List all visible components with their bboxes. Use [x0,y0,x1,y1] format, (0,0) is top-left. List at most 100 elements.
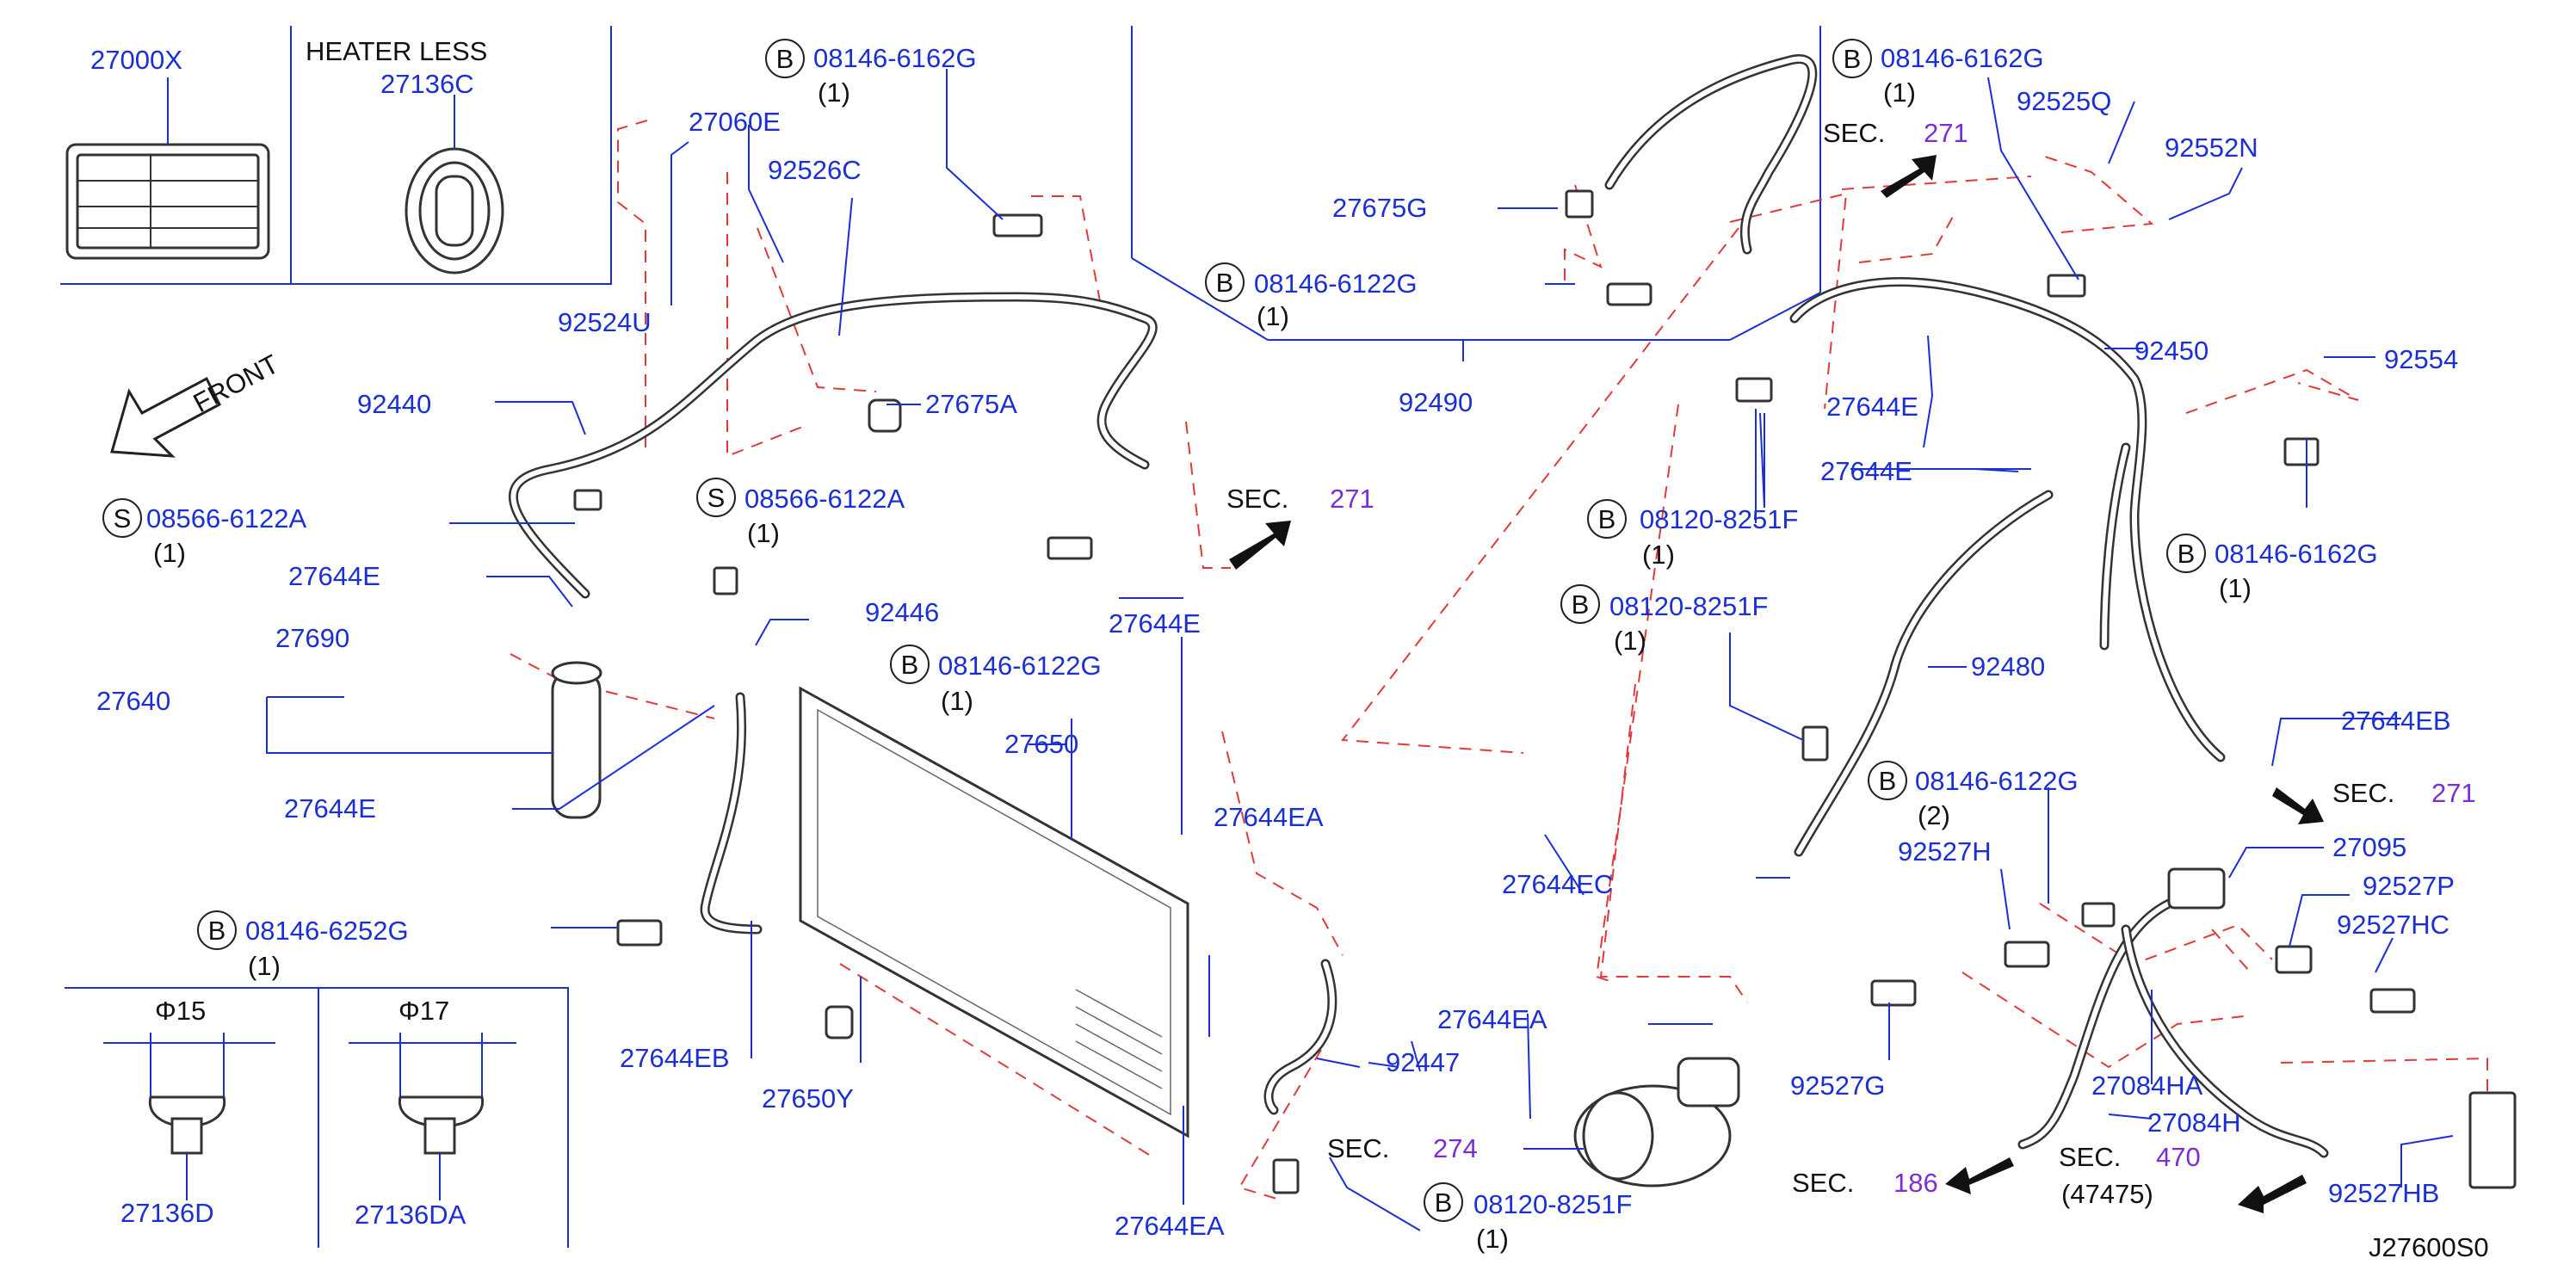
label-27095: 27095 [2332,832,2406,862]
label-92490: 92490 [1399,387,1473,417]
label-27690: 27690 [275,623,349,653]
part-labels: HEATER LESS 27136C 27000X FRONT 08146-61… [90,36,2489,1262]
label-27675a: 27675A [925,389,1017,419]
label-27644e-a: 27644E [288,561,380,591]
diagram-code: J27600S0 [2369,1232,2489,1262]
section-num-5: 186 [1893,1168,1938,1198]
circle-b-1 [765,39,805,78]
circle-markers [102,39,2206,1222]
label-27136c: 27136C [380,69,474,99]
fastener-qty-8: (1) [1614,626,1646,656]
fastener-code-12: 08120-8251F [1473,1189,1632,1219]
section-num-2: 271 [1924,118,1968,148]
circle-b-6 [1560,584,1600,624]
circle-letter-s: S [707,483,726,513]
fastener-code-6: 08146-6122G [938,651,1102,681]
section-sub-6: (47475) [2061,1179,2153,1209]
fastener-qty-5: (1) [747,518,780,548]
circle-b-4 [890,645,930,684]
circle-letter-b: B [776,44,794,74]
label-92527h: 92527H [1898,836,1992,867]
label-27136da: 27136DA [355,1200,466,1230]
circle-letter-s: S [114,503,132,534]
diameter-15: Φ15 [155,996,206,1026]
circle-letter-b: B [1216,268,1234,298]
circle-letter-b: B [2178,539,2196,569]
fastener-qty-9: (1) [2219,573,2252,603]
label-92552n: 92552N [2165,133,2258,163]
fastener-code-10: 08146-6122G [1915,766,2079,796]
section-num-4: 274 [1433,1133,1478,1163]
fastener-qty-12: (1) [1476,1224,1509,1254]
fastener-code-3: 08146-6162G [1881,43,2044,73]
label-27644ea-c: 27644EA [1115,1211,1225,1241]
front-label: FRONT [188,349,284,418]
section-label-3: SEC. [2332,778,2394,808]
fastener-qty-7: (1) [1642,540,1675,570]
section-label-5: SEC. [1792,1168,1854,1198]
fastener-code-7: 08120-8251F [1640,504,1798,534]
label-92527hc: 92527HC [2337,910,2449,940]
label-27640: 27640 [96,686,170,716]
section-num-3: 271 [2431,778,2476,808]
label-27060e: 27060E [689,107,781,137]
label-27650: 27650 [1004,729,1078,759]
label-27644eb-b: 27644EB [2341,706,2451,736]
circle-b-10 [1424,1182,1463,1222]
fastener-code-11: 08146-6252G [245,916,409,946]
section-label-6: SEC. [2059,1142,2121,1172]
circle-letter-b: B [1435,1188,1453,1218]
label-27644e-b: 27644E [284,793,376,824]
circle-letter-b: B [208,916,226,946]
label-27650y: 27650Y [762,1083,854,1114]
grommet-27136c [405,95,504,275]
fastener-qty-1: (1) [818,77,850,108]
circle-letter-b: B [901,650,919,680]
label-92524u: 92524U [558,307,652,337]
label-27644eb-a: 27644EB [620,1043,730,1073]
compressor [1523,1057,1740,1188]
label-92526c: 92526C [768,155,862,185]
section-label-4: SEC. [1327,1133,1389,1163]
circle-letter-b: B [1844,44,1862,74]
label-92554: 92554 [2384,344,2458,374]
fastener-qty-3: (1) [1883,77,1916,108]
fastener-qty-10: (2) [1918,800,1950,830]
fastener-qty-2: (1) [1257,301,1289,331]
circle-s-2 [696,478,736,517]
label-27136d: 27136D [120,1198,214,1228]
label-92446: 92446 [865,597,939,627]
clip-27136d [103,1033,275,1200]
assembly-dash-lines [510,120,2488,1201]
label-plate-27000x [65,77,270,260]
section-num-6: 470 [2156,1142,2201,1172]
fastener-code-5: 08566-6122A [744,484,905,514]
circle-letter-b: B [1572,589,1590,620]
label-27644ec: 27644EC [1502,869,1613,899]
label-92527p: 92527P [2363,871,2455,901]
section-num-1: 271 [1330,484,1374,514]
label-92525q: 92525Q [2017,86,2111,116]
label-27000x: 27000X [90,45,182,75]
fastener-code-1: 08146-6162G [813,43,977,73]
fastener-qty-6: (1) [941,686,973,716]
circle-s-1 [102,498,142,538]
label-27644e-e: 27644E [1820,456,1912,486]
label-27644e-d: 27644E [1826,392,1918,422]
receiver-drier-27640 [266,661,602,819]
label-27084h: 27084H [2147,1107,2241,1138]
label-27084ha: 27084HA [2091,1070,2203,1101]
fastener-code-2: 08146-6122G [1254,268,1418,299]
label-92450: 92450 [2134,336,2208,366]
fastener-qty-4: (1) [153,538,186,568]
circle-b-3 [1832,39,1872,78]
circle-b-9 [197,910,237,950]
front-arrow-icon [110,376,221,458]
label-27675g: 27675G [1332,193,1427,223]
condenser-27650 [799,686,1189,1138]
label-92480: 92480 [1971,651,2045,682]
clip-27136da [349,1033,516,1200]
circle-b-5 [1587,499,1627,539]
ac-piping [509,54,2329,1158]
